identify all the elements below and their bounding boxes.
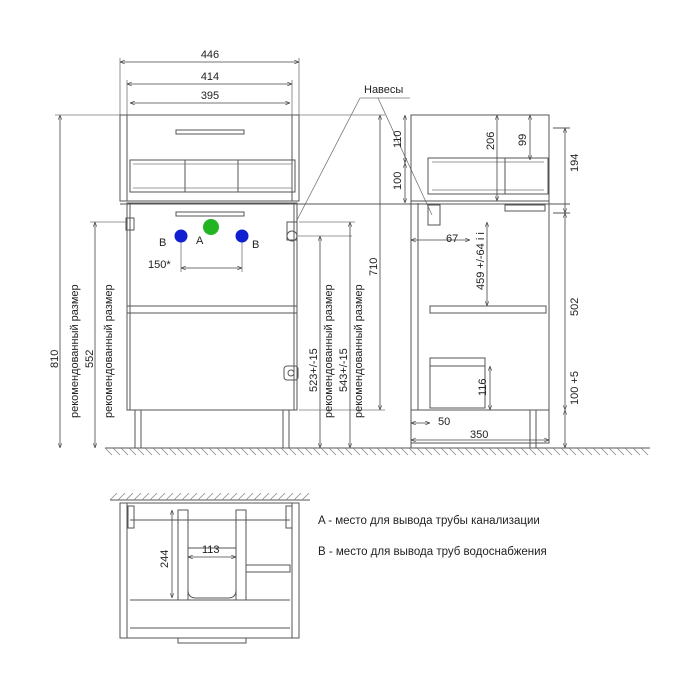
dim-350-label: 350 (470, 429, 488, 441)
legend-a-text: A - место для вывода трубы канализации (318, 515, 540, 527)
dim-244-label: 244 (159, 550, 171, 568)
dim-523-label: 523+/-15 (308, 348, 320, 392)
dim-110-label: 110 (392, 130, 404, 148)
legend-b-text: B - место для вывода труб водоснабжения (318, 546, 547, 558)
rec-size-label-3: рекомендованный размер (323, 284, 335, 418)
dim-446-label: 446 (201, 49, 219, 61)
dim-552-label: 552 (84, 350, 96, 368)
floor-line (104, 447, 650, 456)
point-a-marker (203, 219, 219, 235)
dim-99-label: 99 (517, 134, 529, 146)
dim-543-label: 543+/-15 (338, 348, 350, 392)
dim-116-label: 116 (477, 378, 489, 396)
dim-113-label: 113 (202, 544, 220, 556)
rec-size-label-4: рекомендованный размер (353, 284, 365, 418)
dim-50-label: 50 (438, 416, 450, 428)
dim-194-label: 194 (569, 154, 581, 172)
point-b-right-marker (235, 229, 249, 243)
dim-395-label: 395 (201, 90, 219, 102)
dim-502-label: 502 (569, 298, 581, 316)
point-b-right-label: B (252, 239, 259, 251)
point-b-left-marker (174, 229, 188, 243)
point-b-left-label: B (159, 237, 166, 249)
front-view (55, 58, 433, 448)
dim-206-label: 206 (485, 132, 497, 150)
side-view (120, 114, 570, 448)
rec-size-label-1: рекомендованный размер (69, 284, 81, 418)
top-view (109, 492, 310, 644)
dim-100-5-label: 100 +5 (569, 371, 581, 405)
rec-size-label-2: рекомендованный размер (103, 284, 115, 418)
dim-414-label: 414 (201, 71, 219, 83)
dim-100-label: 100 (392, 172, 404, 190)
point-a-label: A (196, 235, 204, 247)
dim-710-label: 710 (368, 258, 380, 276)
dim-150-label: 150* (148, 259, 171, 271)
dim-459-label: 459 +/-64 i i (475, 232, 487, 290)
dim-67-label: 67 (446, 233, 458, 245)
dim-810-label: 810 (49, 350, 61, 368)
hinges-label: Навесы (364, 84, 403, 96)
